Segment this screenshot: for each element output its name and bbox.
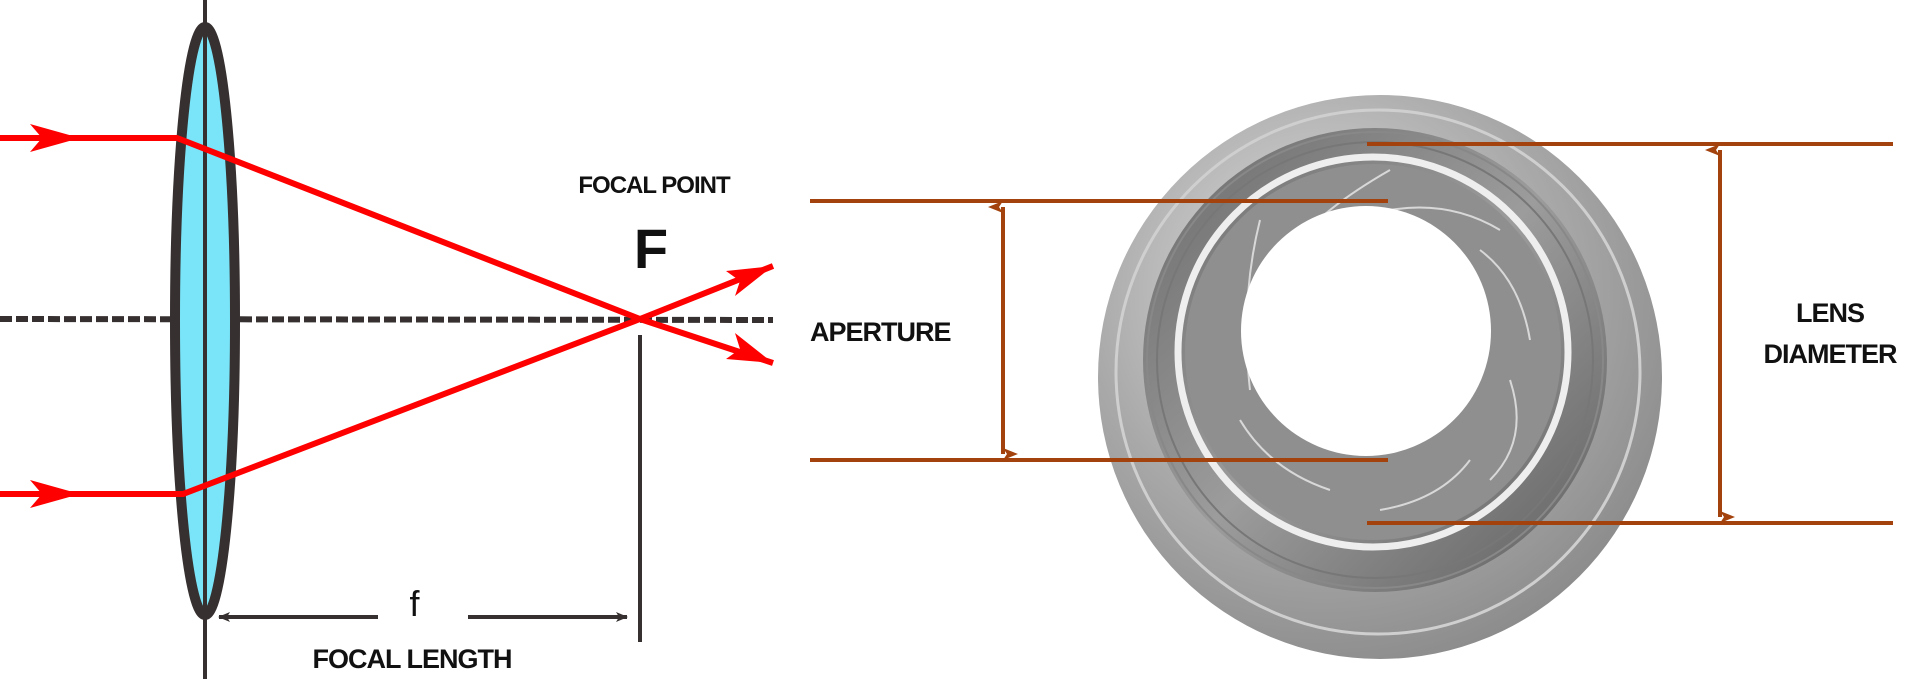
aperture-dimension	[810, 199, 1388, 462]
lens-ring-image	[1098, 95, 1662, 659]
ray-top	[0, 135, 774, 366]
focal-point-symbol: F	[634, 217, 668, 280]
lens-diameter-dimension	[1367, 142, 1893, 525]
arrow-head-icon	[726, 333, 773, 363]
arrow-head-icon	[30, 480, 80, 508]
arrow-head-icon	[726, 266, 773, 296]
lens-diameter-label-line2: DIAMETER	[1764, 339, 1898, 369]
arrow-head-icon	[30, 124, 80, 152]
focal-length-label: FOCAL LENGTH	[313, 644, 512, 674]
ray-bottom	[0, 263, 775, 497]
optical-axis	[0, 316, 774, 323]
lens-diameter-label-line1: LENS	[1796, 298, 1864, 328]
focal-point-label: FOCAL POINT	[578, 172, 731, 199]
aperture-label: APERTURE	[810, 317, 951, 347]
focal-length-symbol: f	[409, 583, 420, 624]
